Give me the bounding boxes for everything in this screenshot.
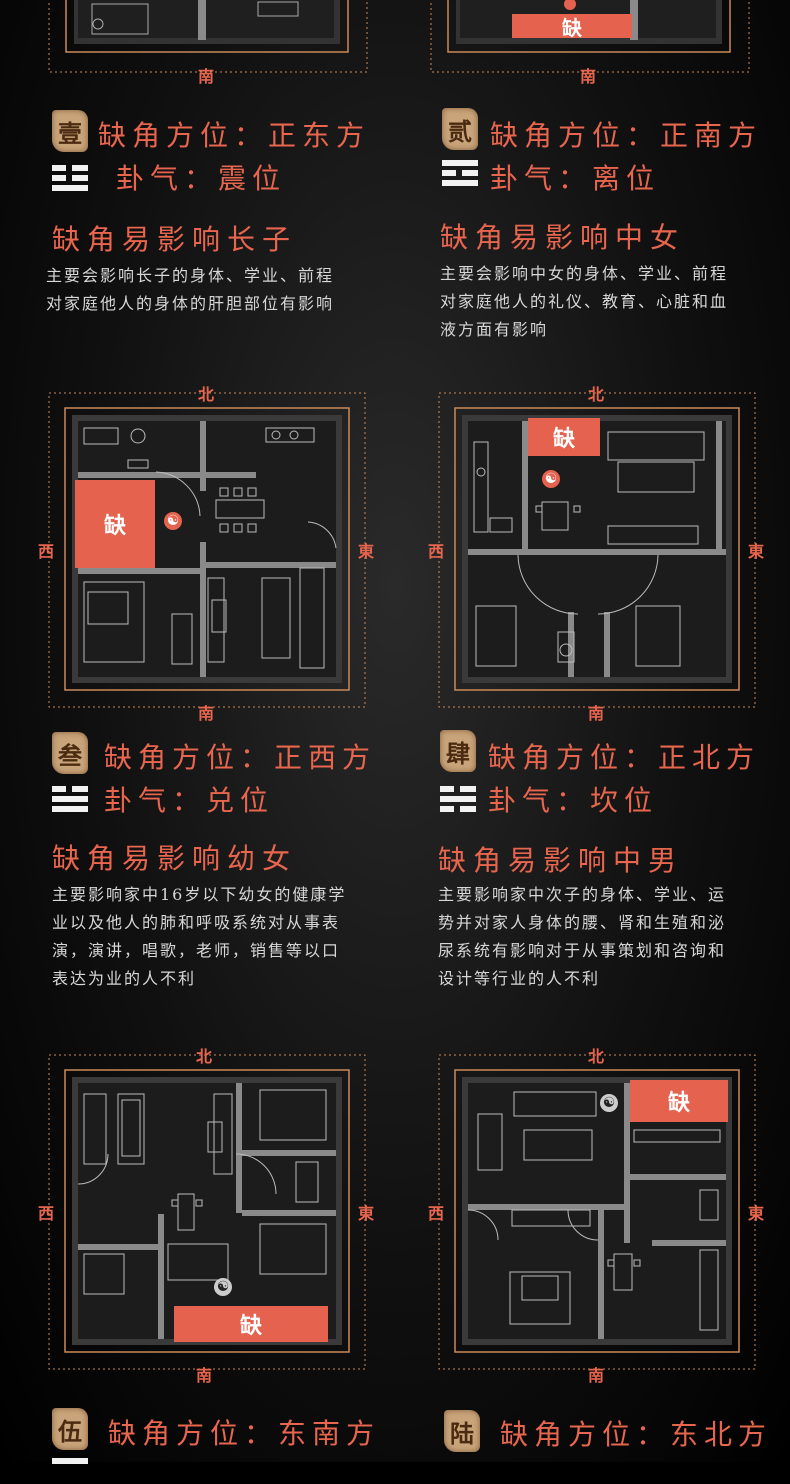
trigram-zhen-icon [52,165,88,191]
effect-description: 主要会影响长子的身体、学业、前程对家庭他人的身体的肝胆部位有影响 [46,266,335,313]
section-number-badge: 伍 [52,1408,88,1450]
compass-south: 南 [198,704,215,723]
compass-south: 南 [580,67,597,86]
missing-direction-title: 缺角方位：东南方 [108,1417,381,1450]
compass-east: 東 [748,542,765,561]
floor-plan-north: 缺 ☯ [438,392,756,708]
compass-north: 北 [198,385,215,404]
effect-heading: 缺角易影响中女 [440,221,686,254]
trigram-kan-icon [440,786,476,812]
floor-plan-west: 缺 ☯ [48,392,366,708]
compass-south: 南 [588,1366,605,1385]
missing-corner-marker: 缺 [630,1080,728,1122]
missing-corner-marker: 缺 [512,14,632,40]
effect-heading: 缺角易影响幼女 [52,842,298,875]
trigram-partial-icon [52,1458,88,1484]
yin-yang-icon: ☯ [542,470,560,488]
compass-north: 北 [196,1047,213,1066]
compass-west: 西 [38,1204,55,1223]
missing-corner-marker: 缺 [174,1306,328,1342]
gua-qi-label: 卦气：兑位 [104,784,275,817]
effect-description: 主要会影响中女的身体、学业、前程对家庭他人的礼仪、教育、心脏和血液方面有影响 [440,264,729,339]
compass-south: 南 [198,67,215,86]
compass-west: 西 [428,542,445,561]
missing-corner-marker: 缺 [75,480,155,568]
floor-plan-southeast: 缺 ☯ [48,1054,366,1370]
floor-plan-south: 缺 [430,0,750,74]
missing-direction-title: 缺角方位：正东方 [98,119,371,152]
missing-direction-title: 缺角方位：正南方 [490,119,763,152]
floor-plan-northeast: 缺 ☯ [438,1054,756,1370]
compass-south: 南 [196,1366,213,1385]
compass-east: 東 [748,1204,765,1223]
gua-qi-label: 卦气：坎位 [488,784,659,817]
trigram-li-icon [442,160,478,186]
effect-description: 主要影响家中16岁以下幼女的健康学业以及他人的肺和呼吸系统对从事表演，演讲，唱歌… [52,885,347,988]
yin-yang-icon: ☯ [214,1278,232,1296]
effect-heading: 缺角易影响长子 [52,223,298,256]
gua-qi-label: 卦气：离位 [490,162,661,195]
compass-north: 北 [588,1047,605,1066]
floor-plan-east [48,0,368,74]
compass-south: 南 [588,704,605,723]
missing-direction-title: 缺角方位：正北方 [488,741,761,774]
compass-west: 西 [428,1204,445,1223]
compass-west: 西 [38,542,55,561]
yin-yang-icon: ☯ [164,512,182,530]
compass-east: 東 [358,1204,375,1223]
compass-east: 東 [358,542,375,561]
missing-direction-title: 缺角方位：正西方 [104,741,377,774]
section-number-badge: 陆 [444,1410,480,1452]
compass-north: 北 [588,385,605,404]
section-number-badge: 贰 [442,108,478,150]
effect-heading: 缺角易影响中男 [438,844,684,877]
section-number-badge: 肆 [440,730,476,772]
trigram-dui-icon [52,786,88,812]
missing-direction-title: 缺角方位：东北方 [500,1418,773,1451]
gua-qi-label: 卦气：震位 [116,162,287,195]
missing-corner-marker: 缺 [528,418,600,456]
section-number-badge: 叁 [52,732,88,774]
yin-yang-icon: ☯ [600,1094,618,1112]
effect-description: 主要影响家中次子的身体、学业、运势并对家人身体的腰、肾和生殖和泌尿系统有影响对于… [438,885,727,988]
section-number-badge: 壹 [52,110,88,152]
